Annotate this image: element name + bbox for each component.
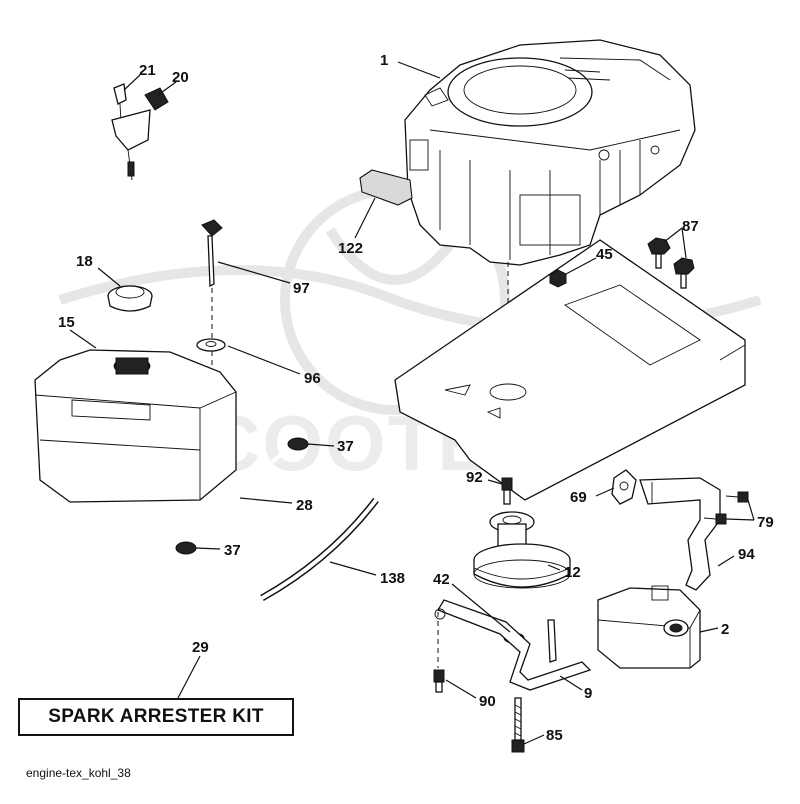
callout-29: 29 — [192, 639, 209, 656]
callout-42: 42 — [433, 571, 450, 588]
diagram-code: engine-tex_kohl_38 — [26, 766, 131, 780]
part-85-bolt — [511, 697, 525, 753]
callout-37-top: 37 — [337, 438, 354, 455]
part-2-muffler — [597, 585, 701, 669]
callout-94: 94 — [738, 546, 755, 563]
part-9-bracket — [434, 599, 592, 691]
callout-1: 1 — [380, 52, 388, 69]
callout-96: 96 — [304, 370, 321, 387]
callout-28: 28 — [296, 497, 313, 514]
part-15-fuel-tank — [34, 349, 237, 503]
callout-18: 18 — [76, 253, 93, 270]
callout-122: 122 — [338, 240, 363, 257]
callout-9: 9 — [584, 685, 592, 702]
callout-69: 69 — [570, 489, 587, 506]
callout-20: 20 — [172, 69, 189, 86]
part-69-gasket — [611, 469, 637, 505]
callout-85: 85 — [546, 727, 563, 744]
part-94-exhaust-pipe — [639, 477, 721, 591]
callout-12: 12 — [564, 564, 581, 581]
part-37-clamp-top — [287, 437, 309, 451]
frame-plate — [394, 239, 746, 501]
part-138-hose — [260, 497, 379, 602]
spark-arrester-kit-box: SPARK ARRESTER KIT — [18, 698, 294, 736]
part-90-bolt — [433, 612, 445, 693]
leader-lines — [69, 61, 755, 745]
part-12-pulley — [473, 511, 571, 589]
callouts: 1 21 20 18 97 15 96 122 87 45 37 28 37 9… — [58, 52, 774, 744]
part-20-21-fuel-valve — [111, 83, 169, 181]
part-28-fuel-hose — [198, 448, 290, 542]
callout-2: 2 — [721, 621, 729, 638]
callout-87: 87 — [682, 218, 699, 235]
part-18-fuel-cap — [107, 285, 153, 312]
callout-138: 138 — [380, 570, 405, 587]
part-122-shield — [359, 169, 413, 206]
callout-90: 90 — [479, 693, 496, 710]
callout-97: 97 — [293, 280, 310, 297]
part-92-bolt — [501, 477, 513, 505]
callout-45: 45 — [596, 246, 613, 263]
callout-21: 21 — [139, 62, 156, 79]
part-37-clamp-bottom — [175, 541, 197, 555]
engine — [404, 39, 696, 266]
part-96-washer — [196, 338, 226, 352]
spark-arrester-kit-label: SPARK ARRESTER KIT — [48, 706, 264, 727]
callout-15: 15 — [58, 314, 75, 331]
callout-37-bottom: 37 — [224, 542, 241, 559]
part-45-nut — [549, 269, 567, 288]
callout-79: 79 — [757, 514, 774, 531]
callout-92: 92 — [466, 469, 483, 486]
